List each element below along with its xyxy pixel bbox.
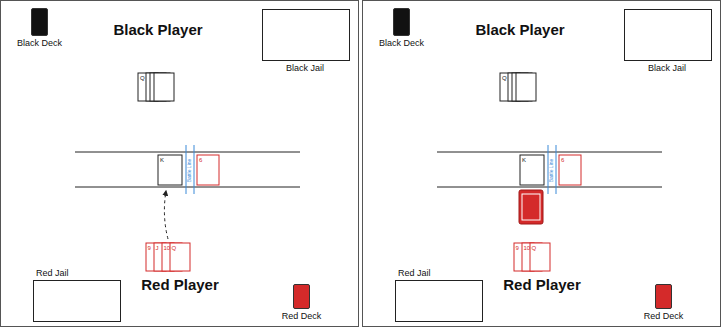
player-name: Red Player [141, 277, 219, 292]
lane-line [75, 187, 300, 188]
panel-two [437, 73, 662, 271]
card [170, 243, 190, 271]
battle-card [559, 155, 581, 185]
jail-box: Red Jail [33, 280, 121, 322]
card-rank: 9 [148, 245, 151, 251]
deck-card: Red Deck [293, 284, 310, 309]
jail-label: Black Jail [286, 64, 324, 73]
battle-card [520, 155, 544, 185]
card-rank: Q [140, 75, 145, 81]
card-back-trim [522, 194, 540, 220]
player-name: Red Player [503, 277, 581, 292]
card-rank: K [160, 157, 164, 163]
black-hand [500, 73, 536, 101]
jail-box: Red Jail [395, 280, 483, 322]
card-rank: Q [532, 245, 537, 251]
deck-card: Black Deck [31, 8, 48, 36]
play-arrow [164, 191, 168, 239]
lane-line [437, 187, 662, 188]
deck-label: Red Deck [644, 312, 684, 321]
jail-label: Red Jail [398, 269, 431, 278]
jail-label: Red Jail [36, 269, 69, 278]
battle-card [197, 155, 219, 185]
card-rank: 6 [561, 157, 564, 163]
panel-one [75, 73, 300, 271]
card-rank: 10 [164, 245, 171, 251]
line-label: Battle Line [549, 158, 554, 182]
card [516, 73, 536, 101]
card [530, 243, 550, 271]
panel-frame [1, 1, 359, 327]
deck-label: Red Deck [282, 312, 322, 321]
face-down-card [519, 190, 543, 224]
battle-card [158, 155, 182, 185]
card-rank: Q [502, 75, 507, 81]
card-rank: K [522, 157, 526, 163]
panel-frame [363, 1, 721, 327]
jail-box: Black Jail [262, 9, 350, 61]
player-name: Black Player [475, 22, 564, 37]
battle-line [194, 145, 195, 194]
card-rank: 9 [516, 245, 519, 251]
card-rank: 10 [524, 245, 531, 251]
card-rank: Q [172, 245, 177, 251]
deck-card: Red Deck [655, 284, 672, 309]
black-hand [138, 73, 174, 101]
battle-line [548, 145, 549, 194]
lane-line [75, 152, 300, 153]
battle-line [186, 145, 187, 194]
battle-line [556, 145, 557, 194]
red-hand [514, 243, 550, 271]
deck-label: Black Deck [17, 39, 62, 48]
card-rank: 6 [199, 157, 202, 163]
line-label: Battle Line [187, 158, 192, 182]
jail-label: Black Jail [648, 64, 686, 73]
card [154, 73, 174, 101]
jail-box: Black Jail [624, 9, 712, 61]
deck-card: Black Deck [393, 8, 410, 36]
red-hand [146, 243, 190, 271]
player-name: Black Player [113, 22, 202, 37]
card-rank: J [156, 245, 159, 251]
lane-line [437, 152, 662, 153]
deck-label: Black Deck [379, 39, 424, 48]
